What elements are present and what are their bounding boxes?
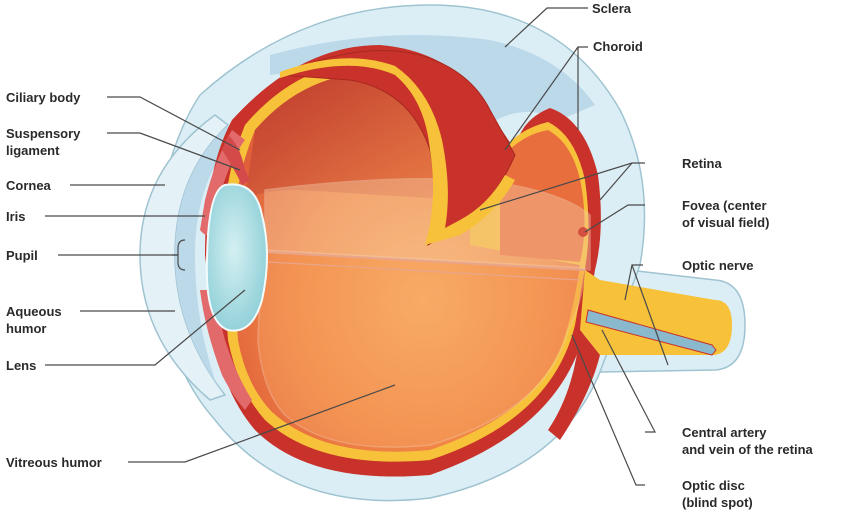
label-aqueous-humor: Aqueous humor (6, 304, 62, 336)
lens (205, 183, 268, 332)
aqueous-humor (175, 125, 232, 395)
label-ciliary-body: Ciliary body (6, 90, 81, 105)
label-optic-nerve: Optic nerve (682, 258, 754, 273)
label-central-artery-vein: Central artery and vein of the retina (682, 425, 813, 457)
label-sclera: Sclera (592, 1, 632, 16)
label-cornea: Cornea (6, 178, 51, 193)
label-lens: Lens (6, 358, 37, 373)
label-pupil: Pupil (6, 248, 38, 263)
label-suspensory-ligament: Suspensory ligament (6, 126, 81, 158)
label-choroid: Choroid (593, 39, 643, 54)
optic-nerve (548, 270, 732, 440)
label-iris: Iris (6, 209, 26, 224)
label-retina: Retina (682, 156, 722, 171)
label-fovea: Fovea (center of visual field) (682, 198, 770, 230)
label-vitreous-humor: Vitreous humor (6, 455, 102, 470)
label-optic-disc: Optic disc (blind spot) (682, 478, 753, 510)
leader-lines (45, 7, 669, 486)
cutaway-flap (279, 50, 516, 247)
fovea-marker (578, 227, 588, 237)
